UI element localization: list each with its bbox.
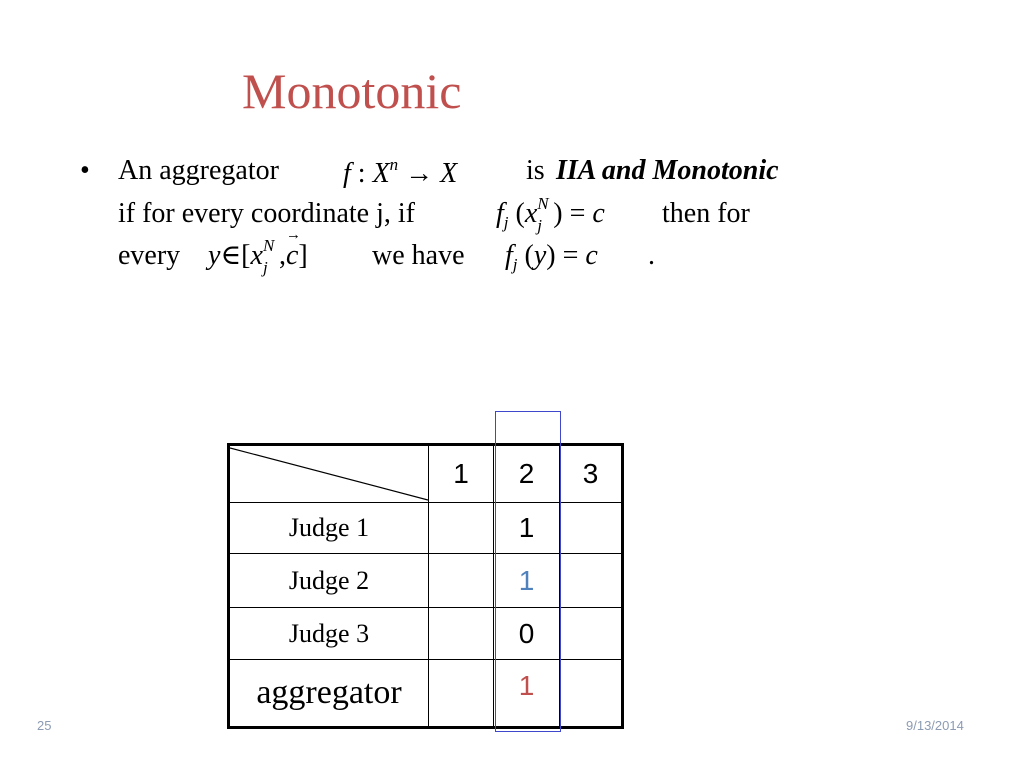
math-close-paren: ): [546, 240, 556, 271]
math-close-paren: ): [553, 198, 563, 229]
formula-aggregator-map: f : Xn → X: [343, 156, 458, 189]
table-row: Judge 2 1: [228, 553, 623, 608]
table-cell-highlight: 1: [493, 502, 560, 554]
line1-lead: An aggregator: [118, 155, 279, 186]
math-open-paren: (: [515, 198, 525, 229]
row-label: aggregator: [228, 659, 429, 728]
table-cell-highlight: 0: [493, 607, 560, 660]
table-cell-highlight: 1: [493, 553, 560, 608]
table-cell: [559, 553, 623, 608]
math-y: y: [533, 240, 547, 271]
table-cell: [559, 607, 623, 660]
math-x: x: [524, 198, 538, 229]
math-c: c: [585, 240, 598, 271]
math-c: c: [592, 198, 605, 229]
bullet-marker: •: [80, 155, 90, 186]
table-cell: [559, 502, 623, 554]
math-vec-c: c: [286, 228, 302, 270]
row-label: Judge 3: [228, 607, 429, 660]
math-f: f: [343, 158, 351, 189]
formula-fj-y-equals-c: fj (y) = c: [505, 240, 598, 273]
row-label: Judge 1: [228, 502, 429, 554]
table-cell: [428, 659, 494, 728]
math-j: j: [512, 254, 518, 274]
math-open-bracket: [: [241, 240, 251, 271]
math-y: y: [208, 240, 221, 271]
line1-emphasis: IIA and Monotonic: [556, 155, 779, 186]
math-X2: X: [440, 158, 458, 189]
line3-period: .: [648, 240, 655, 271]
line3-mid: we have: [372, 240, 465, 271]
math-in: ∈: [220, 240, 242, 271]
table-row: aggregator 1: [228, 659, 623, 728]
table-cell: [428, 502, 494, 554]
row-label: Judge 2: [228, 553, 429, 608]
math-f: f: [505, 240, 513, 271]
table-cell: [559, 659, 623, 728]
line2-tail: then for: [662, 198, 750, 229]
math-equals: =: [562, 240, 579, 271]
page-number: 25: [37, 718, 52, 733]
slide-title: Monotonic: [242, 63, 462, 119]
line3-lead: every: [118, 240, 181, 271]
math-comma: ,: [278, 240, 286, 271]
math-j: j: [503, 212, 509, 232]
column-header-3: 3: [559, 444, 623, 503]
math-arrow: →: [405, 158, 434, 189]
math-n: n: [389, 155, 399, 175]
math-equals: =: [569, 198, 586, 229]
math-f: f: [496, 198, 504, 229]
table-cell-highlight: 1: [493, 659, 560, 728]
math-close-bracket: ]: [298, 240, 308, 271]
column-header-1: 1: [428, 444, 494, 503]
formula-y-interval: y∈[xNj,c]: [208, 228, 308, 277]
line2-lead: if for every coordinate j, if: [118, 198, 415, 229]
table-cell: [428, 607, 494, 660]
math-colon: :: [357, 158, 366, 189]
line1-is: is: [526, 155, 545, 186]
table-row: Judge 3 0: [228, 607, 623, 660]
math-open-paren: (: [524, 240, 534, 271]
table-row: Judge 1 1: [228, 502, 623, 554]
table-cell: [428, 553, 494, 608]
column-header-2: 2: [493, 444, 560, 503]
math-x: x: [250, 240, 263, 271]
slide-date: 9/13/2014: [906, 718, 964, 733]
diagonal-line-icon: [230, 447, 428, 501]
judgment-table: 1 2 3 Judge 1 1 Judge 2 1 Judge 3 0 aggr…: [227, 443, 624, 729]
corner-diagonal-cell: [228, 444, 429, 503]
math-X: X: [372, 158, 390, 189]
table-header-row: 1 2 3: [228, 444, 623, 503]
